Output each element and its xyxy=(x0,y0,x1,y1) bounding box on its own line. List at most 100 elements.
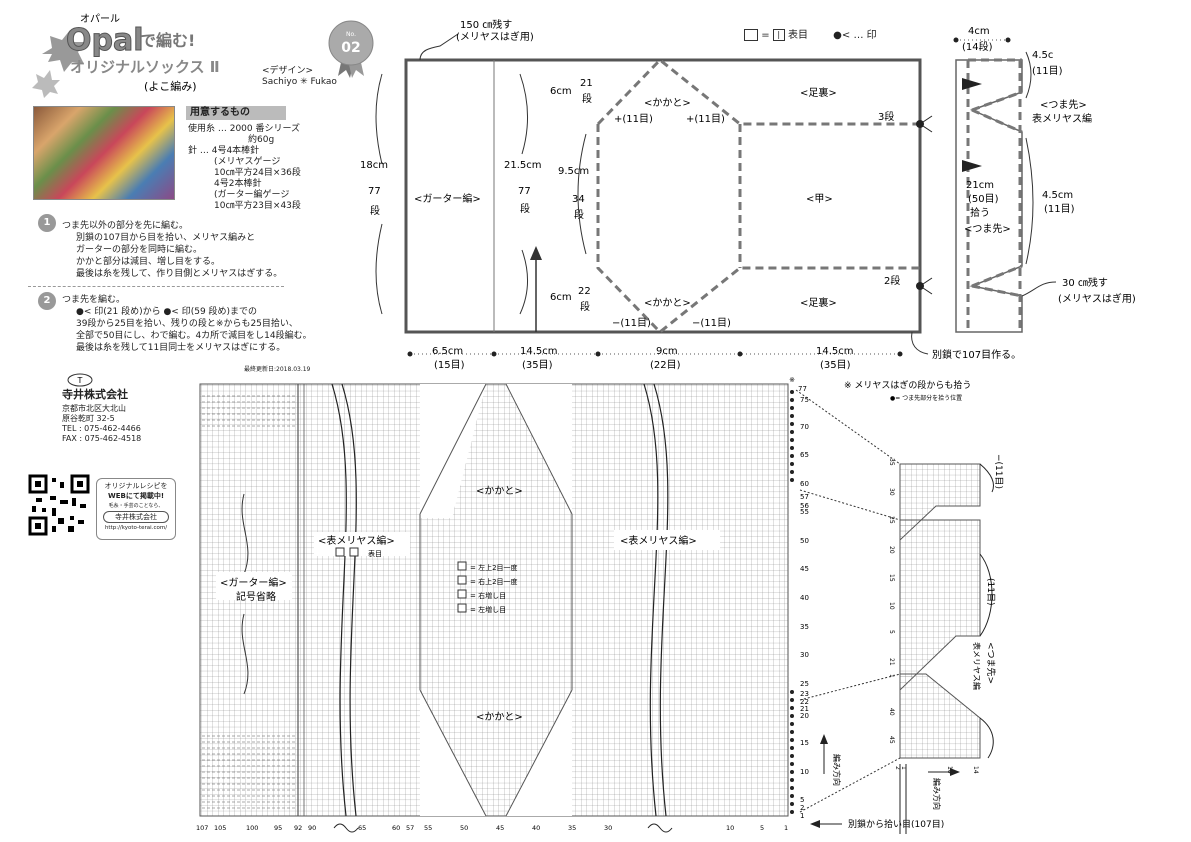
w6-5: 6.5cm xyxy=(432,346,463,357)
svg-text:95: 95 xyxy=(274,824,282,832)
h6-top-rows: 21 xyxy=(580,78,593,89)
svg-text:105: 105 xyxy=(214,824,226,832)
svg-text:25: 25 xyxy=(800,680,809,688)
qr-code-icon[interactable] xyxy=(28,474,90,536)
stockinette-right-label: <表メリヤス編> xyxy=(620,534,697,547)
brand-text: Opal xyxy=(66,23,144,58)
k2tog-right-icon xyxy=(457,575,467,585)
heel-top-line xyxy=(596,57,920,126)
svg-text:35: 35 xyxy=(568,824,576,832)
needle2-label: 4号2本棒針 xyxy=(214,179,262,189)
brand-small: オパール xyxy=(80,13,120,25)
row-marker-dots xyxy=(790,390,794,814)
svg-text:30: 30 xyxy=(800,651,809,659)
sole-bot-label: <足裏> xyxy=(800,296,837,309)
h18-rows: 77 xyxy=(368,186,381,197)
step-line: 最後は糸を残して、作り目側とメリヤスはぎする。 xyxy=(76,269,283,279)
company-info: 寺井株式会社 京都市北区大北山 原谷乾町 32-5 TEL : 075-462-… xyxy=(62,388,141,444)
h21-5-unit: 段 xyxy=(520,202,530,215)
k2tog-left-icon xyxy=(457,561,467,571)
toe-w-rows: (14段) xyxy=(962,40,993,53)
gauge2-value: 10㎝平方23目×43段 xyxy=(214,201,301,211)
toe-21-pick: 拾う xyxy=(970,206,990,219)
plus-left: +(11目) xyxy=(614,114,653,125)
svg-text:35: 35 xyxy=(800,623,809,631)
h21-5: 21.5cm xyxy=(504,160,542,171)
svg-text:15: 15 xyxy=(888,574,895,582)
omit-wave-icon xyxy=(647,823,673,833)
w14-5b-st: (35目) xyxy=(820,360,851,371)
knit-symbol-icon: | xyxy=(772,29,785,41)
direction-label: 編み方向 xyxy=(832,754,842,786)
h18: 18cm xyxy=(360,160,388,171)
gauge1-title: (メリヤスゲージ xyxy=(214,157,281,167)
svg-text:10: 10 xyxy=(800,768,809,776)
sole-top-label: <足裏> xyxy=(800,86,837,99)
materials-title: 用意するもの xyxy=(186,106,286,120)
step-2-text: つま先を編む。 ●< 印(21 段め)から ●< 印(59 段め)までの 39段… xyxy=(62,294,312,354)
logo-graphic: Opal オパール で編む! オリジナルソックス Ⅱ (よこ編み) xyxy=(32,13,220,98)
toe-45b: 4.5cm xyxy=(1042,190,1073,201)
svg-text:5: 5 xyxy=(888,630,895,634)
toe-21-st: (50目) xyxy=(968,194,999,205)
toe-stitch: 表メリヤス編 xyxy=(1032,112,1092,125)
yarn-amount: 約60g xyxy=(248,135,275,145)
materials-list: 使用糸 … 2000 番シリーズ 約60g 針 … 4号4本棒針 (メリヤスゲー… xyxy=(188,124,301,212)
star-icon xyxy=(32,70,60,98)
heel-top-label: <かかと> xyxy=(644,97,691,109)
svg-text:60: 60 xyxy=(392,824,400,832)
web-text: 寺井株式会社 xyxy=(103,511,169,523)
svg-text:1: 1 xyxy=(888,674,895,678)
toe-minus: −(11目) xyxy=(993,454,1004,489)
web-recipes-box[interactable]: オリジナルレシピを WEBにて掲載中! 毛糸・手芸のことなら、 寺井株式会社 h… xyxy=(96,478,176,540)
sym3: = 右増し目 xyxy=(470,591,506,600)
heel-bottom-line xyxy=(596,124,920,335)
needle-label: 針 … 4号4本棒針 xyxy=(188,146,260,156)
toe-chart-label: <つま先> xyxy=(985,642,997,684)
rows-3: 3段 xyxy=(878,110,894,123)
svg-text:1: 1 xyxy=(900,766,907,770)
toe-chart: −(11目) (11目) <つま先> 表メリヤス編 35 30 25 20 15… xyxy=(888,454,1004,834)
toe-eleven: (11目) xyxy=(985,578,996,605)
w9: 9cm xyxy=(656,346,678,357)
svg-text:20: 20 xyxy=(888,546,895,554)
legend-plain: 表目 xyxy=(787,30,808,41)
toe-label: <つま先> xyxy=(1040,99,1087,111)
toe-45b-st: (11目) xyxy=(1044,204,1075,215)
omit-wave-icon xyxy=(333,823,359,833)
svg-text:21: 21 xyxy=(888,658,895,666)
web-url[interactable]: http://kyoto-terai.com/ xyxy=(104,525,168,531)
svg-text:60: 60 xyxy=(800,480,809,488)
star-icon xyxy=(42,30,86,72)
step-line: 別鎖の107目から目を拾い、メリヤス編みと xyxy=(76,233,256,243)
stockinette-left-label: <表メリヤス編> xyxy=(318,534,395,547)
minus-right: −(11目) xyxy=(692,318,731,329)
leave-150-sub: (メリヤスはぎ用) xyxy=(456,30,534,43)
svg-text:65: 65 xyxy=(800,451,809,459)
w14-5a-st: (35目) xyxy=(522,360,553,371)
pickup-note: 別鎖から拾い目(107目) xyxy=(848,818,944,830)
designer-credit: <デザイン> Sachiyo ✳ Fukao xyxy=(262,66,337,88)
yarn-label: 使用糸 … 2000 番シリーズ xyxy=(188,124,301,134)
arrow-left-icon xyxy=(810,820,820,828)
h6-bot-rows: 22 xyxy=(578,286,591,297)
company-logo-icon: T xyxy=(66,372,94,387)
svg-text:30: 30 xyxy=(604,824,612,832)
knit-symbol-icon xyxy=(349,547,359,557)
svg-text:50: 50 xyxy=(800,537,809,545)
mark-icon: ●< xyxy=(833,30,851,41)
brand-suffix: で編む! xyxy=(140,31,195,50)
step-line: 39段から25目を拾い、残りの段と※からも25目拾い、 xyxy=(76,319,298,329)
svg-text:57: 57 xyxy=(800,493,809,501)
y-ticks: 75 70 65 60 57 56 55 50 45 40 35 30 25 2… xyxy=(800,396,809,820)
arrow-up-icon xyxy=(820,734,828,744)
svg-text:70: 70 xyxy=(800,423,809,431)
cast-on-note: 別鎖で107目作る。 xyxy=(932,348,1021,361)
step-line: ●< 印(21 段め)から ●< 印(59 段め)までの xyxy=(76,307,258,317)
svg-text:75: 75 xyxy=(800,396,809,404)
svg-text:35: 35 xyxy=(888,458,895,466)
svg-text:40: 40 xyxy=(800,594,809,602)
garter-label: <ガーター編> xyxy=(414,192,481,205)
svg-text:25: 25 xyxy=(888,516,895,524)
row-77: 77 xyxy=(798,385,807,393)
